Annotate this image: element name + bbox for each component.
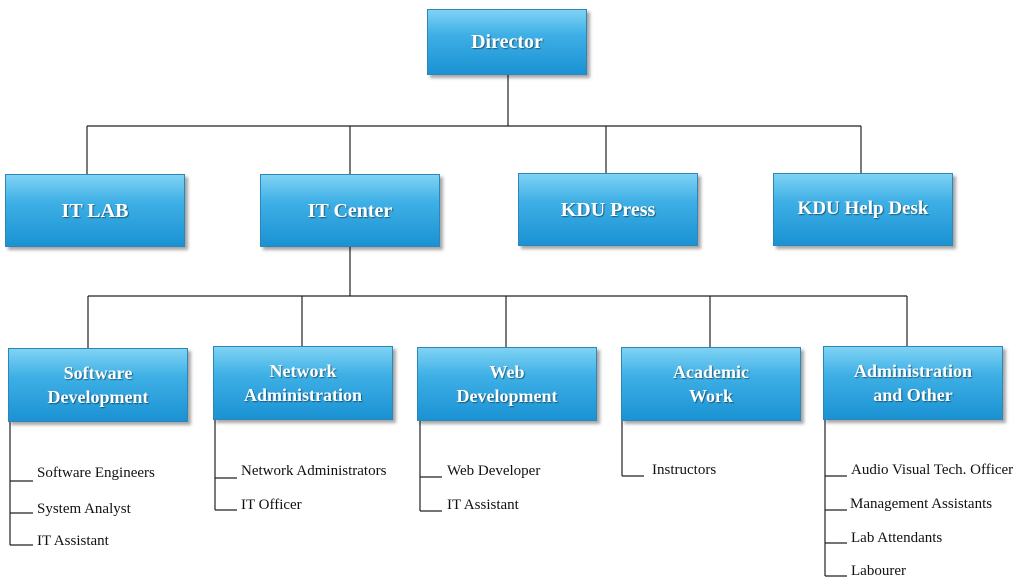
section-box-software-development: Software Development xyxy=(8,348,188,422)
unit-box-it-center: IT Center xyxy=(260,174,440,247)
role-label: Web Developer xyxy=(447,463,541,479)
role-label: Instructors xyxy=(652,462,717,478)
role-label: System Analyst xyxy=(37,501,131,517)
role-label: Software Engineers xyxy=(37,465,155,481)
unit-label: IT LAB xyxy=(61,199,129,222)
section-label: Academic Work xyxy=(673,361,749,406)
section-box-administration-and-other: Administration and Other xyxy=(823,346,1003,420)
section-label: Network Administration xyxy=(243,360,362,405)
section-label: Web Development xyxy=(456,361,558,406)
role-label: Management Assistants xyxy=(850,496,993,512)
unit-label: IT Center xyxy=(307,199,393,222)
section-box-academic-work: Academic Work xyxy=(621,347,801,421)
unit-label: KDU Press xyxy=(560,198,656,221)
role-label: Lab Attendants xyxy=(851,530,943,546)
role-label: IT Assistant xyxy=(447,497,519,513)
unit-label: KDU Help Desk xyxy=(797,198,929,220)
section-box-network-administration: Network Administration xyxy=(213,346,393,420)
role-label: Network Administrators xyxy=(241,463,387,479)
role-label: IT Officer xyxy=(241,497,302,513)
director-box: Director xyxy=(427,9,587,75)
unit-box-it-lab: IT LAB xyxy=(5,174,185,247)
section-box-web-development: Web Development xyxy=(417,347,597,421)
section-label: Administration and Other xyxy=(853,360,972,405)
unit-box-kdu-help-desk: KDU Help Desk xyxy=(773,173,953,246)
role-label: Labourer xyxy=(851,563,906,579)
role-label: Audio Visual Tech. Officer xyxy=(851,462,1014,478)
unit-box-kdu-press: KDU Press xyxy=(518,173,698,246)
role-label: IT Assistant xyxy=(37,533,109,549)
section-label: Software Development xyxy=(47,362,149,407)
director-label: Director xyxy=(471,31,543,53)
